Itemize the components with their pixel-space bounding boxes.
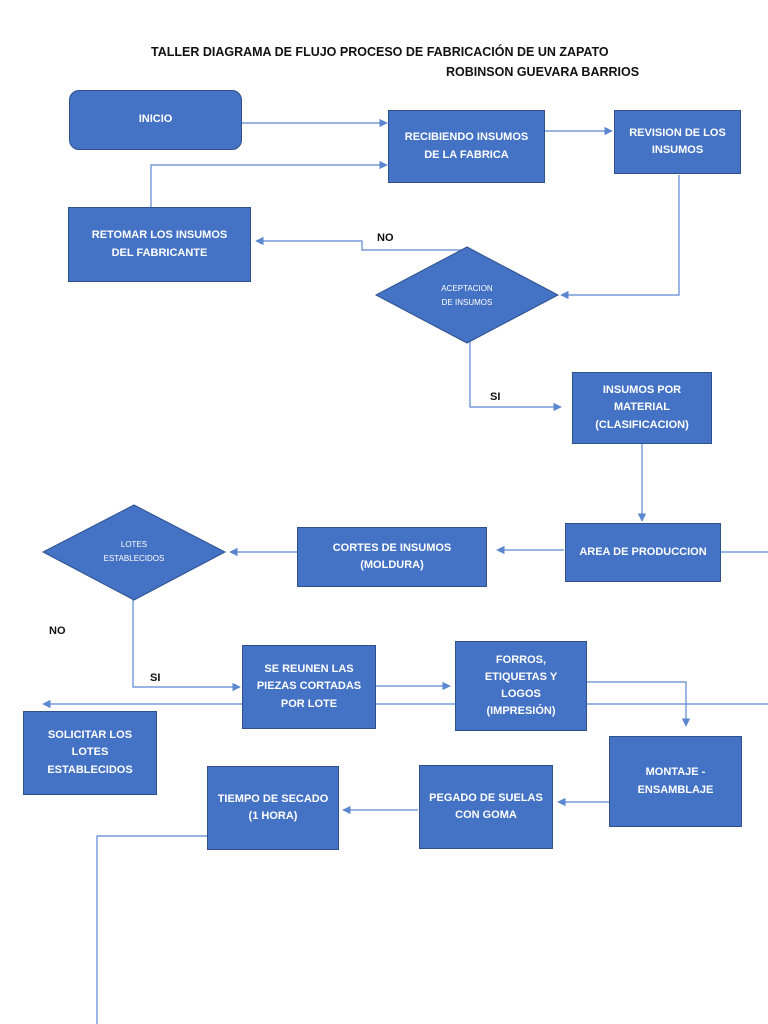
node-reunen-piezas: SE REUNEN LAS PIEZAS CORTADAS POR LOTE [242, 645, 376, 729]
node-retomar-insumos: RETOMAR LOS INSUMOS DEL FABRICANTE [68, 207, 251, 282]
edge-aceptacion-retomar [255, 236, 466, 251]
label-si-aceptacion: SI [490, 391, 501, 403]
label-si-lotes: SI [150, 672, 161, 684]
decision-lotes-label: LOTES ESTABLECIDOS [103, 540, 165, 563]
edge-forros-montaje [587, 681, 691, 727]
author-name: ROBINSON GUEVARA BARRIOS [446, 65, 640, 79]
aceptacion-diamond [374, 246, 560, 344]
node-forros-etiquetas: FORROS, ETIQUETAS Y LOGOS (IMPRESIÓN) [455, 641, 587, 731]
node-pegado-suelas: PEGADO DE SUELAS CON GOMA [419, 765, 553, 849]
label-no-aceptacion: NO [377, 232, 394, 244]
edge-lotes-reunen [132, 600, 241, 692]
node-montaje-ensamblaje: MONTAJE - ENSAMBLAJE [609, 736, 742, 827]
node-insumos-material: INSUMOS POR MATERIAL (CLASIFICACION) [572, 372, 712, 444]
diagram-title: TALLER DIAGRAMA DE FLUJO PROCESO DE FABR… [151, 45, 609, 59]
decision-aceptacion-label: ACEPTACION DE INSUMOS [441, 284, 493, 307]
node-recibiendo-insumos: RECIBIENDO INSUMOS DE LA FABRICA [388, 110, 545, 183]
lotes-diamond [41, 504, 227, 601]
edge-aceptacion-insumos [469, 342, 562, 412]
node-inicio: INICIO [69, 90, 242, 150]
edge-retomar-recibiendo [150, 160, 388, 207]
edge-revision-aceptacion [560, 175, 680, 300]
label-no-lotes: NO [49, 625, 66, 637]
node-solicitar-lotes: SOLICITAR LOS LOTES ESTABLECIDOS [23, 711, 157, 795]
edge-secado-down [96, 835, 207, 1024]
node-revision-insumos: REVISION DE LOS INSUMOS [614, 110, 741, 174]
node-tiempo-secado: TIEMPO DE SECADO (1 HORA) [207, 766, 339, 850]
node-cortes-insumos: CORTES DE INSUMOS (MOLDURA) [297, 527, 487, 587]
node-area-produccion: AREA DE PRODUCCION [565, 523, 721, 582]
